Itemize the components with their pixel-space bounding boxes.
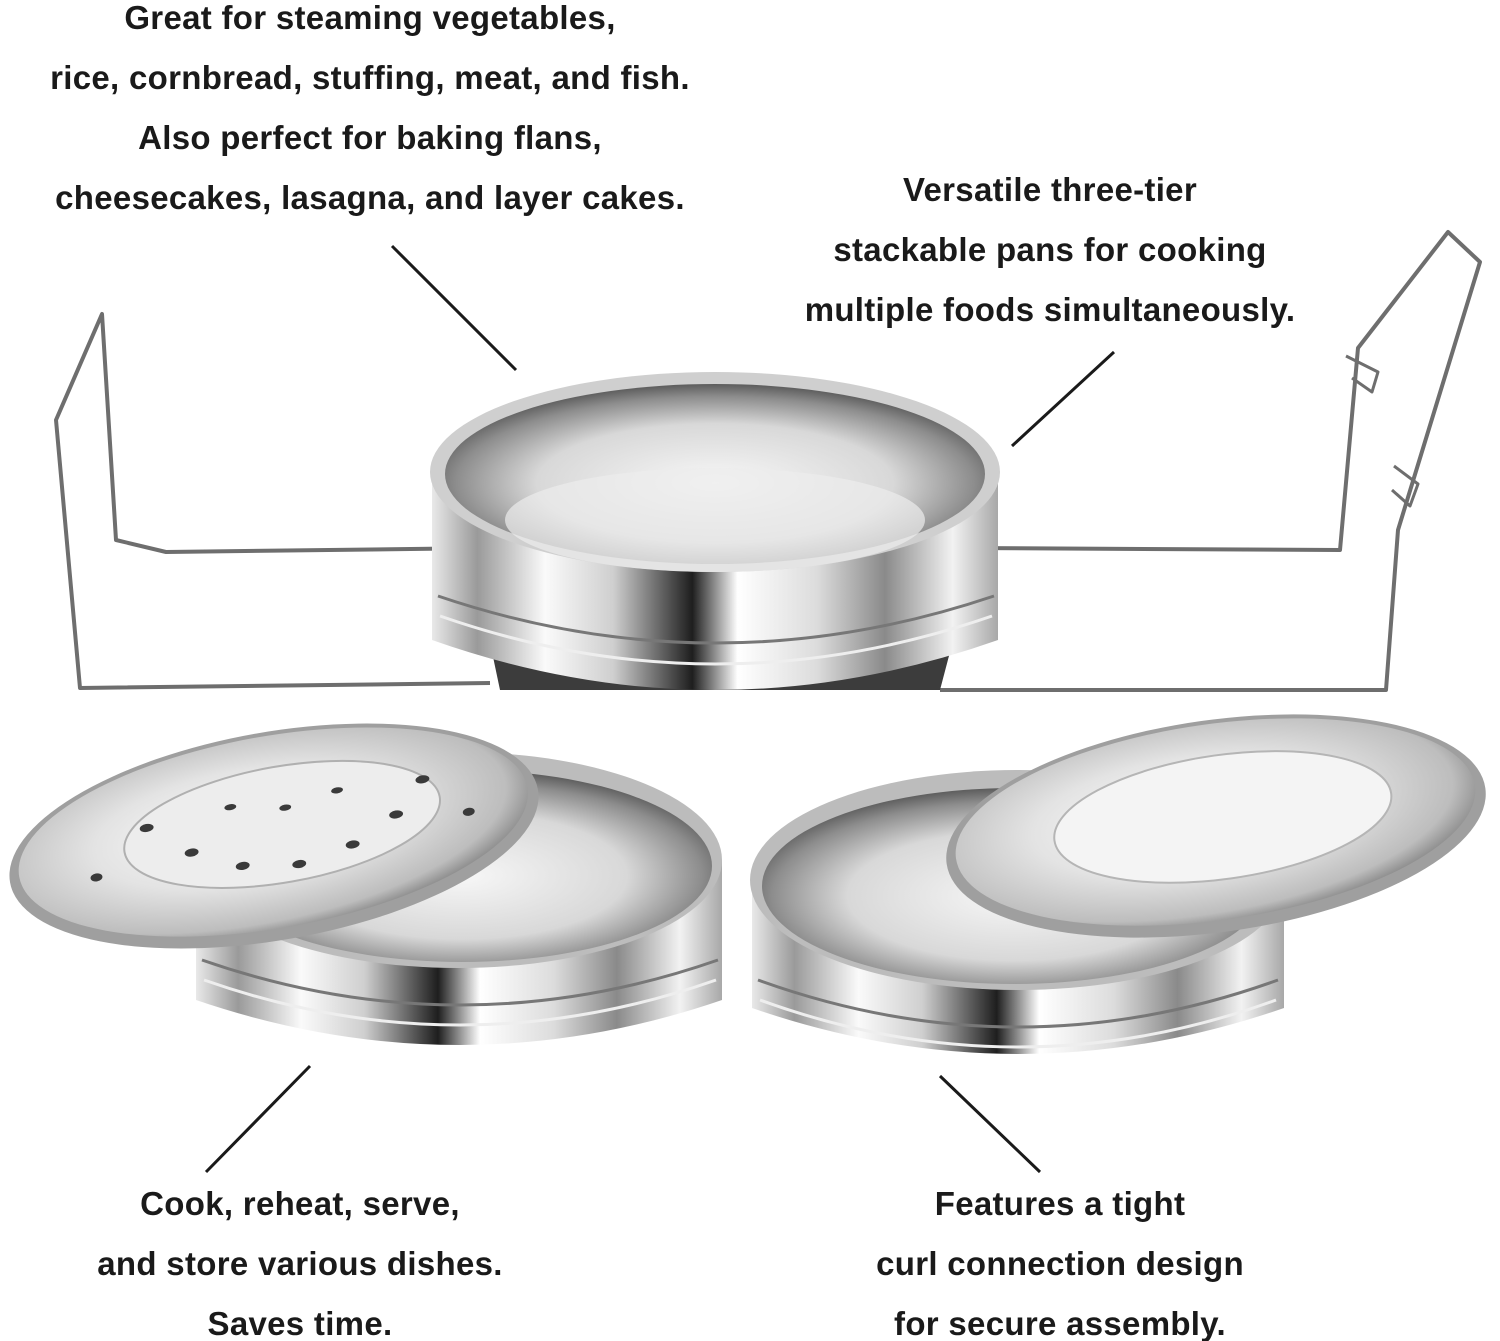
caption-line: cheesecakes, lasagna, and layer cakes. xyxy=(55,179,685,216)
pointer-lines xyxy=(204,244,1116,1174)
caption-line: stackable pans for cooking xyxy=(833,231,1267,268)
caption-line: Great for steaming vegetables, xyxy=(124,0,616,36)
bottom-right-pan xyxy=(750,714,1486,1054)
pointer-line-top-left xyxy=(390,244,518,372)
caption-curl-connection: Features a tight curl connection design … xyxy=(800,1174,1320,1341)
caption-line: Features a tight xyxy=(934,1185,1186,1222)
bottom-left-pan xyxy=(9,723,722,1045)
caption-line: for secure assembly. xyxy=(894,1305,1226,1341)
caption-three-tier: Versatile three-tier stackable pans for … xyxy=(760,160,1340,340)
pointer-line-bottom-left xyxy=(204,1064,312,1174)
perforated-lid xyxy=(9,723,539,949)
caption-line: rice, cornbread, stuffing, meat, and fis… xyxy=(50,59,690,96)
caption-line: curl connection design xyxy=(876,1245,1244,1282)
caption-line: Versatile three-tier xyxy=(903,171,1197,208)
caption-line: Saves time. xyxy=(207,1305,393,1341)
pointer-line-bottom-right xyxy=(938,1074,1042,1174)
top-pan xyxy=(430,372,1000,690)
caption-steaming-uses: Great for steaming vegetables, rice, cor… xyxy=(0,0,740,228)
solid-lid xyxy=(946,714,1486,938)
caption-line: multiple foods simultaneously. xyxy=(804,291,1296,328)
caption-cook-reheat: Cook, reheat, serve, and store various d… xyxy=(20,1174,580,1341)
pointer-line-top-right xyxy=(1010,350,1116,448)
caption-line: and store various dishes. xyxy=(97,1245,503,1282)
wire-rack xyxy=(54,230,1482,692)
caption-line: Also perfect for baking flans, xyxy=(138,119,602,156)
caption-line: Cook, reheat, serve, xyxy=(140,1185,460,1222)
